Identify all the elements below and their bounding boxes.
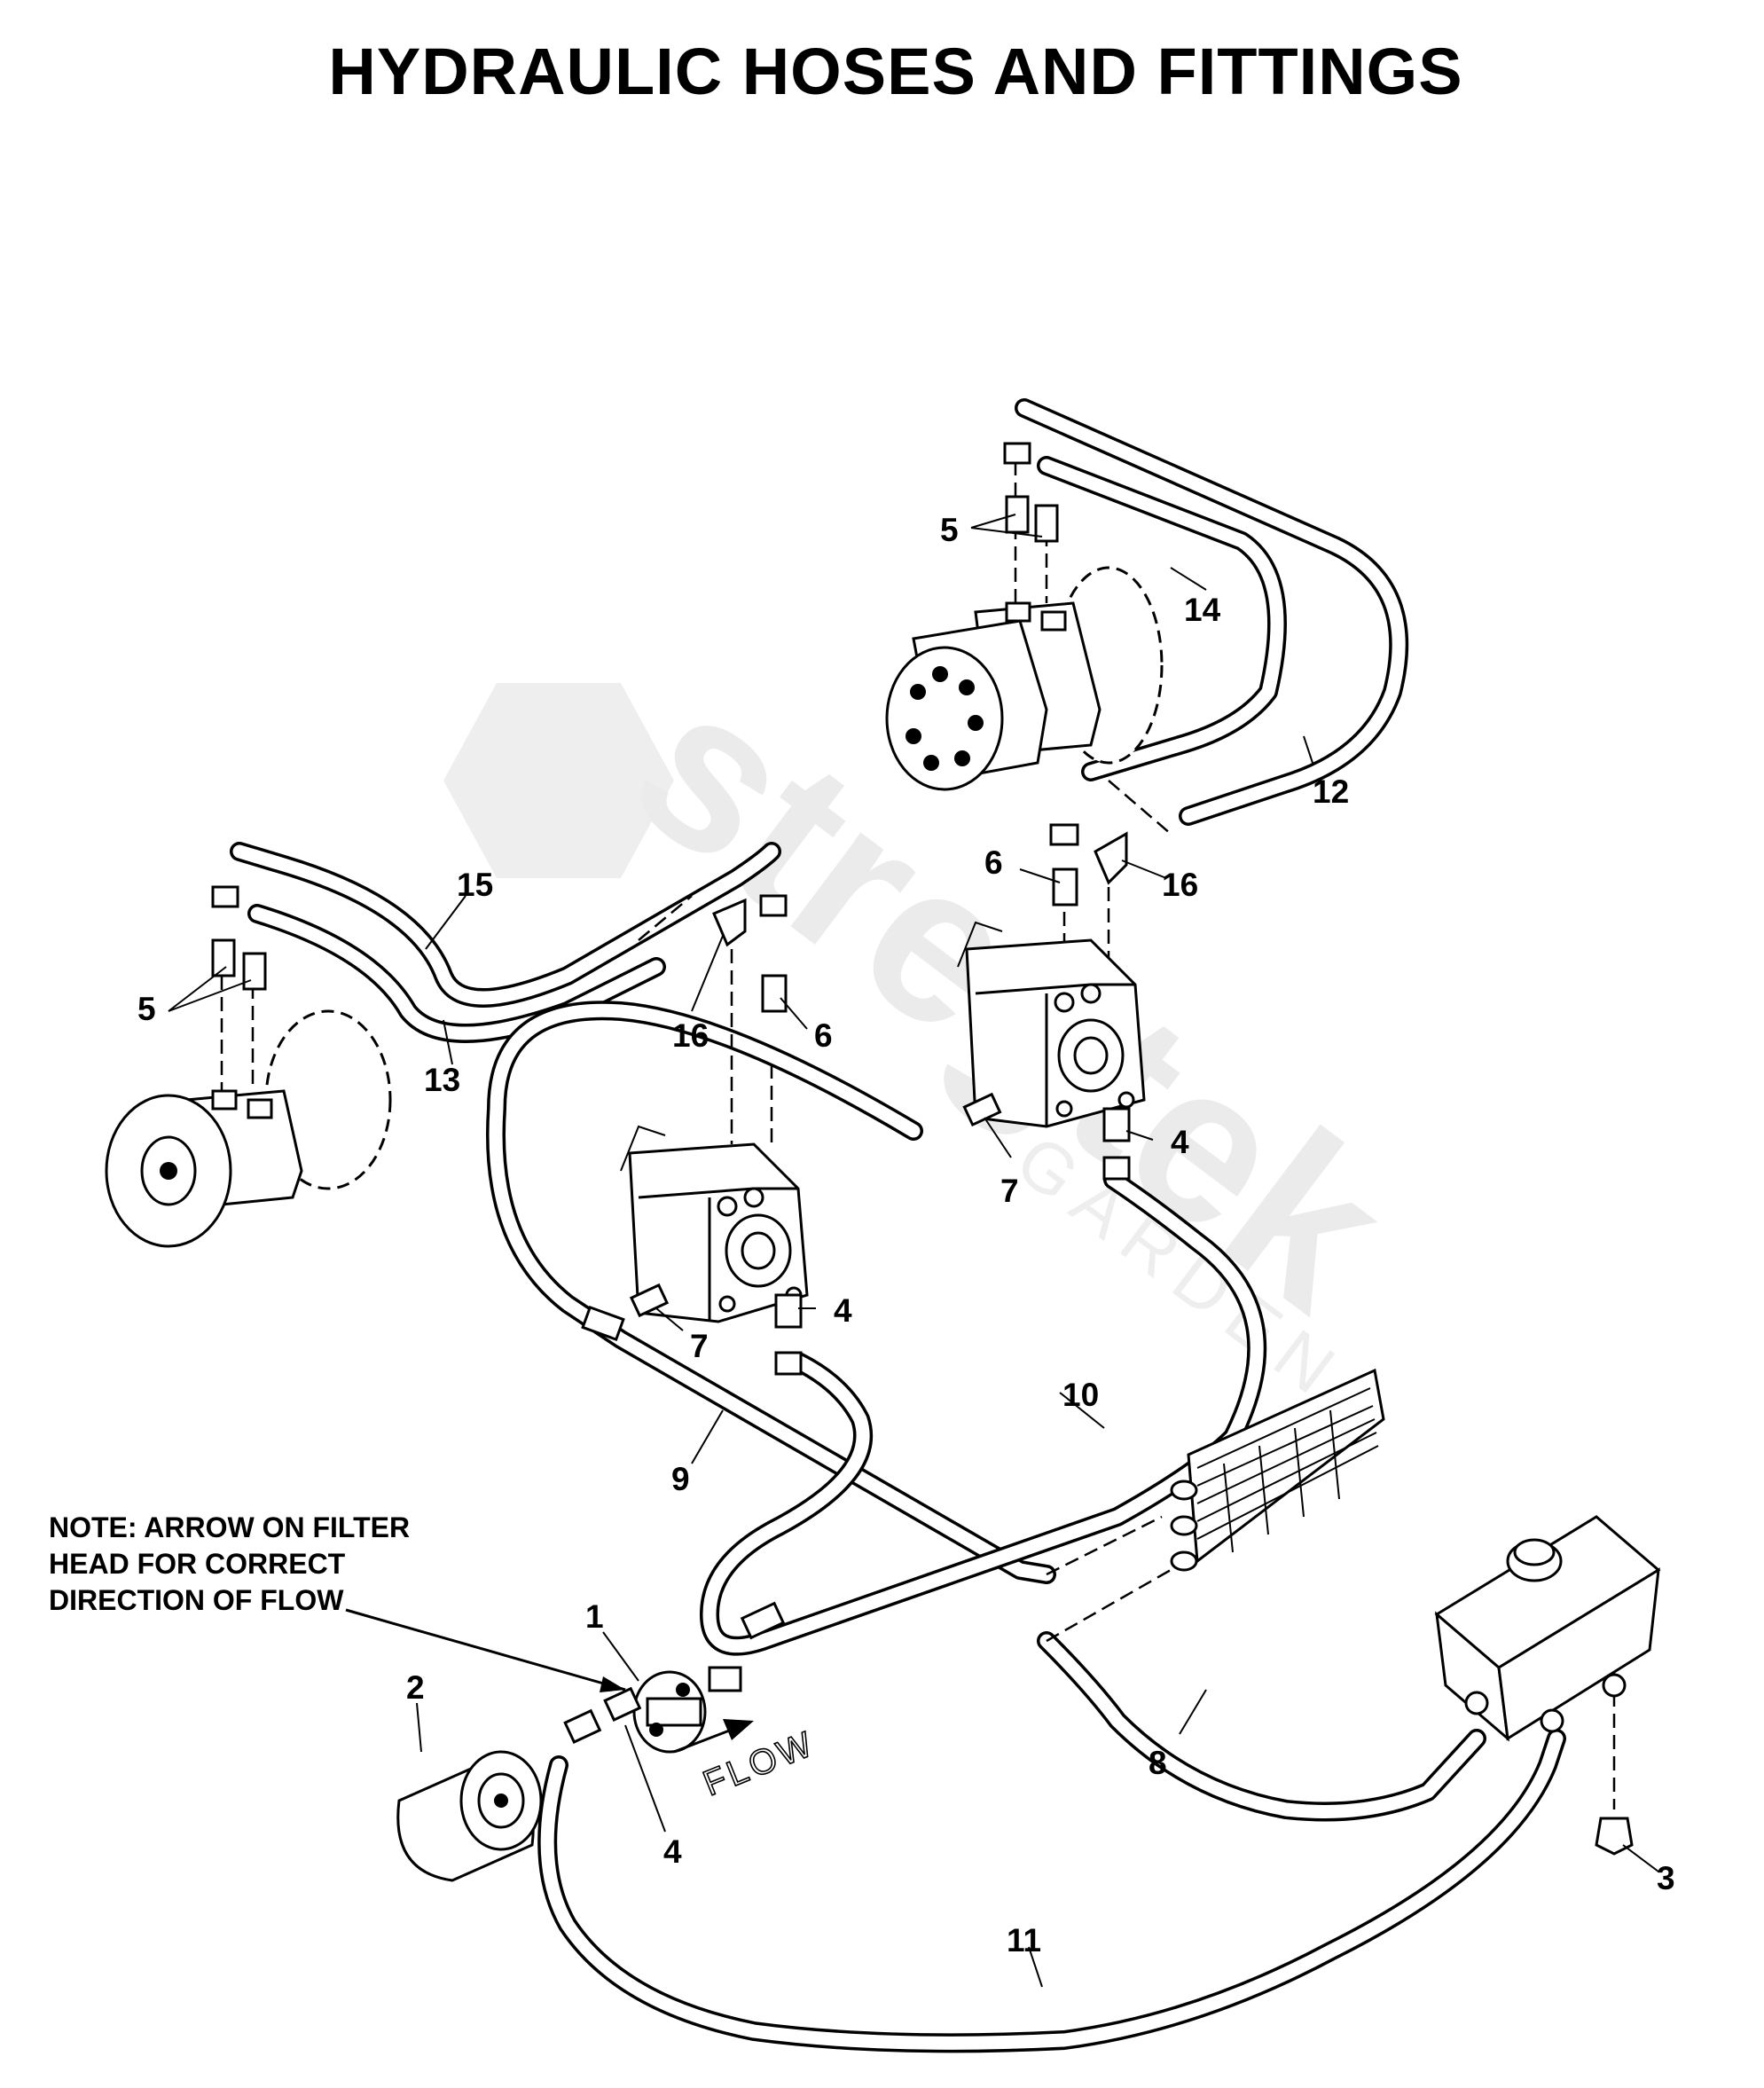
callout-12: 12 <box>1313 773 1349 810</box>
note-line-1: NOTE: ARROW ON FILTER <box>49 1511 410 1543</box>
watermark-logo-icon <box>443 683 674 878</box>
callout-5-left: 5 <box>137 991 156 1027</box>
callout-7-left: 7 <box>690 1328 709 1364</box>
callout-5-right: 5 <box>940 512 959 548</box>
oil-cooler <box>1170 1368 1385 1572</box>
callout-6-right: 6 <box>984 844 1003 881</box>
reservoir-tank <box>1434 1515 1661 1742</box>
note-line-2: HEAD FOR CORRECT <box>49 1548 346 1580</box>
leader-lines <box>168 514 1659 1988</box>
oil-filter <box>396 1750 543 1882</box>
callout-1: 1 <box>585 1598 604 1635</box>
hoses <box>230 398 1566 2053</box>
hydraulic-pump-left <box>620 1125 809 1323</box>
note-line-3: DIRECTION OF FLOW <box>49 1584 344 1616</box>
callout-3: 3 <box>1657 1860 1675 1896</box>
callout-16-right: 16 <box>1162 867 1198 903</box>
callout-7-right: 7 <box>1000 1173 1019 1209</box>
fittings <box>211 442 1634 1856</box>
callout-13: 13 <box>424 1062 460 1098</box>
callout-2: 2 <box>406 1669 425 1706</box>
callout-16-left: 16 <box>672 1017 709 1054</box>
callout-15: 15 <box>457 867 493 903</box>
page-title: HYDRAULIC HOSES AND FITTINGS <box>328 35 1463 108</box>
callout-4-bottom: 4 <box>663 1833 682 1870</box>
hose-8 <box>1037 1631 1486 1822</box>
hydraulic-pump-right <box>957 921 1146 1128</box>
callout-9: 9 <box>671 1461 690 1497</box>
wheel-motor-left <box>105 1009 392 1248</box>
callout-14: 14 <box>1184 592 1221 628</box>
callout-11: 11 <box>1007 1922 1041 1958</box>
hose-11 <box>537 1729 1566 2053</box>
note: NOTE: ARROW ON FILTER HEAD FOR CORRECT D… <box>49 1511 410 1616</box>
wheel-motor-right <box>885 566 1164 791</box>
callout-10: 10 <box>1062 1377 1099 1413</box>
callout-8: 8 <box>1149 1745 1167 1781</box>
callout-4-left: 4 <box>834 1292 852 1329</box>
filter-head <box>632 1666 742 1754</box>
callouts: 5 14 12 15 13 5 6 16 16 6 4 7 4 7 10 9 1… <box>137 512 1675 1958</box>
callout-6-left: 6 <box>814 1017 833 1054</box>
callout-4-right: 4 <box>1171 1124 1189 1160</box>
